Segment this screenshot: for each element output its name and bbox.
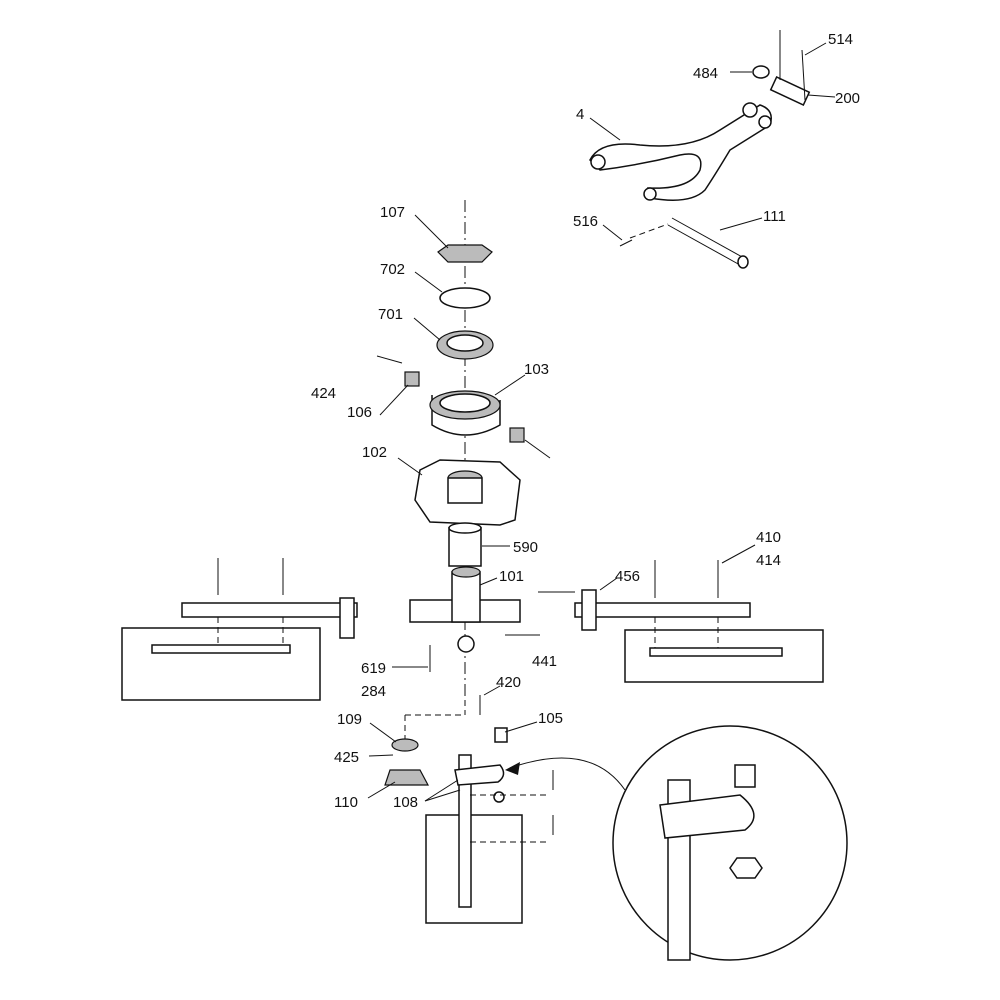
part-label-107: 107 (380, 204, 405, 221)
part-label-102: 102 (362, 444, 387, 461)
part-label-284: 284 (361, 683, 386, 700)
part-label-414: 414 (756, 552, 781, 569)
part-702-seal (439, 287, 491, 309)
part-label-484: 484 (693, 65, 718, 82)
part-label-103: 103 (524, 361, 549, 378)
part-label-111: 111 (763, 208, 786, 225)
part-4-yoke (589, 102, 772, 201)
part-label-456: 456 (615, 568, 640, 585)
part-label-590: 590 (513, 539, 538, 556)
part-108-column (454, 754, 505, 908)
part-label-424: 424 (311, 385, 336, 402)
part-424-bolt (524, 439, 551, 459)
part-102-plate (414, 459, 521, 526)
part-label-516: 516 (573, 213, 598, 230)
part-label-109: 109 (337, 711, 362, 728)
part-label-619: 619 (361, 660, 386, 677)
part-110-foot (384, 769, 429, 786)
detail-view (505, 725, 848, 961)
leader-lines (367, 42, 836, 802)
part-label-410: 410 (756, 529, 781, 546)
part-label-106: 106 (347, 404, 372, 421)
part-590-sleeve (448, 522, 482, 567)
part-424-bolt (376, 355, 403, 364)
part-label-4: 4 (576, 106, 584, 123)
part-label-105: 105 (538, 710, 563, 727)
part-103-housing (429, 390, 501, 436)
part-106-bushing (404, 371, 420, 387)
part-101-hub (409, 566, 521, 653)
lower-plate (425, 814, 523, 924)
part-106-bushing (509, 427, 525, 443)
part-105-block (494, 727, 508, 743)
part-label-702: 702 (380, 261, 405, 278)
part-109-disc (391, 738, 419, 752)
right-arm-assembly (538, 560, 824, 683)
part-label-514: 514 (828, 31, 853, 48)
part-701-bearing (436, 330, 494, 360)
part-label-200: 200 (835, 90, 860, 107)
left-arm-assembly (121, 558, 358, 701)
part-label-420: 420 (496, 674, 521, 691)
part-484-washer (752, 65, 770, 79)
part-label-701: 701 (378, 306, 403, 323)
part-107-nut (437, 244, 493, 263)
part-label-110: 110 (334, 794, 358, 811)
part-200-pin (769, 30, 811, 106)
part-516-cotter-pin (619, 239, 633, 247)
part-label-101: 101 (499, 568, 524, 585)
part-label-425: 425 (334, 749, 359, 766)
part-111-pin (629, 217, 749, 269)
part-label-441: 441 (532, 653, 557, 670)
part-label-108: 108 (393, 794, 418, 811)
